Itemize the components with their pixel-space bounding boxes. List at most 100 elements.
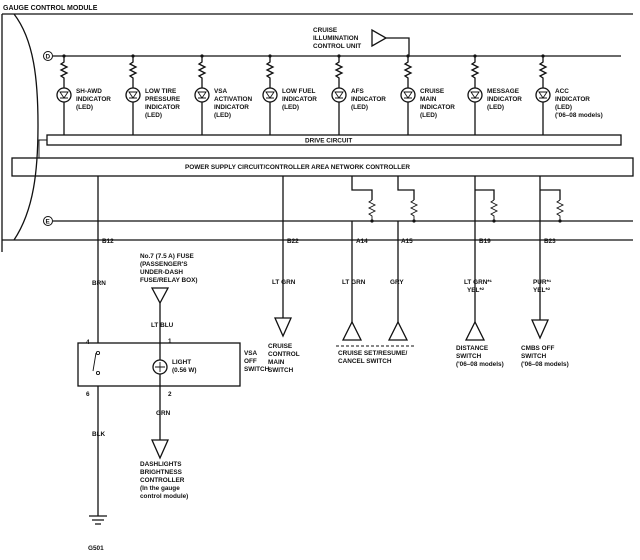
indicator-label-line: ACC <box>555 88 569 95</box>
svg-text:LIGHT: LIGHT <box>172 359 191 366</box>
pull-up-resistor-2 <box>409 199 419 221</box>
svg-text:YEL*²: YEL*² <box>467 287 484 294</box>
cruise-illumination-unit: CRUISE ILLUMINATION CONTROL UNIT <box>313 27 410 56</box>
indicator-label-line: LOW FUEL <box>282 88 315 95</box>
svg-text:2: 2 <box>168 391 172 398</box>
pull-up-resistors <box>367 189 565 223</box>
svg-text:VSA: VSA <box>244 350 258 357</box>
indicator-label-line: (LED) <box>145 112 162 119</box>
svg-text:LT GRN*¹: LT GRN*¹ <box>464 279 492 286</box>
distance-switch: B19 LT GRN*¹ YEL*² DISTANCE SWITCH ('06–… <box>456 176 504 368</box>
cruise-main-switch: B22 LT GRN CRUISE CONTROL MAIN SWITCH <box>268 176 300 374</box>
svg-text:BLK: BLK <box>92 431 106 438</box>
svg-text:CANCEL SWITCH: CANCEL SWITCH <box>338 358 392 365</box>
indicator-label-line: INDICATOR <box>487 96 522 103</box>
vsa-off-switch: 4 6 LIGHT (0.56 W) VSA OFF SWITCH 1 2 <box>77 338 270 398</box>
svg-text:A14: A14 <box>356 238 368 245</box>
module-title: GAUGE CONTROL MODULE <box>3 5 98 12</box>
svg-text:DASHLIGHTS: DASHLIGHTS <box>140 461 182 468</box>
indicator-label-line: MESSAGE <box>487 88 520 95</box>
switch-upper-wire-1 <box>475 189 495 200</box>
svg-text:LT GRN: LT GRN <box>272 279 296 286</box>
indicator-label-line: (LED) <box>76 104 93 111</box>
switch-upper-wire-2 <box>540 189 561 200</box>
svg-text:B12: B12 <box>102 238 114 245</box>
indicator-label-line: (LED) <box>555 104 572 111</box>
indicator-label-line: INDICATOR <box>145 104 180 111</box>
svg-text:CMBS OFF: CMBS OFF <box>521 345 554 352</box>
svg-text:CRUISE: CRUISE <box>313 27 338 34</box>
indicator-label-line: VSA <box>214 88 228 95</box>
svg-text:(PASSENGER'S: (PASSENGER'S <box>140 261 188 268</box>
indicator-label-line: (LED) <box>420 112 437 119</box>
svg-text:DISTANCE: DISTANCE <box>456 345 489 352</box>
svg-text:CONTROL UNIT: CONTROL UNIT <box>313 43 361 50</box>
svg-text:B19: B19 <box>479 238 491 245</box>
indicator-label-line: INDICATOR <box>420 104 455 111</box>
indicator-label-line: INDICATOR <box>76 96 111 103</box>
b12-circuit: B12 BRN <box>92 176 114 343</box>
indicator-label-line: INDICATOR <box>282 96 317 103</box>
svg-text:No.7 (7.5 A) FUSE: No.7 (7.5 A) FUSE <box>140 253 194 260</box>
drive-to-module-wire <box>38 139 47 158</box>
bus-e-label: E <box>46 219 51 226</box>
svg-text:BRIGHTNESS: BRIGHTNESS <box>140 469 183 476</box>
indicator-label-line: ACTIVATION <box>214 96 252 103</box>
svg-text:LT BLU: LT BLU <box>151 322 174 329</box>
svg-text:CONTROL: CONTROL <box>268 351 300 358</box>
indicator-label-line: MAIN <box>420 96 437 103</box>
ground-label: G501 <box>88 545 104 552</box>
svg-text:SWITCH: SWITCH <box>244 366 270 373</box>
indicator-label-line: INDICATOR <box>351 96 386 103</box>
a15-upper-wire <box>397 176 415 200</box>
svg-text:GRY: GRY <box>390 279 404 286</box>
ground-circuit: BLK G501 <box>88 386 107 552</box>
a14-upper-wire <box>351 176 373 200</box>
bus-d-label: D <box>46 54 51 61</box>
cruise-set-switch: A14 LT GRN A15 GRY CRUISE SET/RESUME/ CA… <box>336 221 414 365</box>
svg-text:CRUISE SET/RESUME/: CRUISE SET/RESUME/ <box>338 350 407 357</box>
bus-d-marker <box>43 51 53 61</box>
svg-text:FUSE/RELAY BOX): FUSE/RELAY BOX) <box>140 277 198 284</box>
svg-text:BRN: BRN <box>92 280 106 287</box>
indicator-label-line: ('06–08 models) <box>555 112 603 119</box>
indicator-label-line: AFS <box>351 88 365 95</box>
indicator-label-line: LOW TIRE <box>145 88 177 95</box>
drive-circuit-label: DRIVE CIRCUIT <box>305 138 352 145</box>
indicator-label-line: (LED) <box>214 112 231 119</box>
svg-text:ILLUMINATION: ILLUMINATION <box>313 35 359 42</box>
cmbs-off-switch: B23 PUR*¹ YEL*² CMBS OFF SWITCH ('06–08 … <box>521 176 569 368</box>
bus-e-marker <box>43 216 53 226</box>
svg-text:(In the gauge: (In the gauge <box>140 485 180 492</box>
power-supply-box <box>11 157 634 177</box>
indicator-label-line: INDICATOR <box>214 104 249 111</box>
svg-text:B23: B23 <box>544 238 556 245</box>
indicator-label-line: SH-AWD <box>76 88 102 95</box>
indicator-label-line: CRUISE <box>420 88 445 95</box>
svg-text:YEL*²: YEL*² <box>533 287 550 294</box>
fuse-7: No.7 (7.5 A) FUSE (PASSENGER'S UNDER-DAS… <box>140 253 198 460</box>
svg-text:B22: B22 <box>287 238 299 245</box>
svg-text:PUR*¹: PUR*¹ <box>533 279 551 286</box>
svg-text:UNDER-DASH: UNDER-DASH <box>140 269 183 276</box>
svg-text:SWITCH: SWITCH <box>521 353 547 360</box>
svg-text:4: 4 <box>86 339 90 346</box>
svg-text:LT GRN: LT GRN <box>342 279 366 286</box>
svg-text:1: 1 <box>168 338 172 345</box>
indicator-label-line: INDICATOR <box>555 96 590 103</box>
svg-text:6: 6 <box>86 391 90 398</box>
pull-up-resistor-1 <box>367 199 377 221</box>
indicator-label-line: (LED) <box>282 104 299 111</box>
power-supply-label: POWER SUPPLY CIRCUIT/CONTROLLER AREA NET… <box>185 164 410 171</box>
svg-text:('06–08 models): ('06–08 models) <box>521 361 569 368</box>
